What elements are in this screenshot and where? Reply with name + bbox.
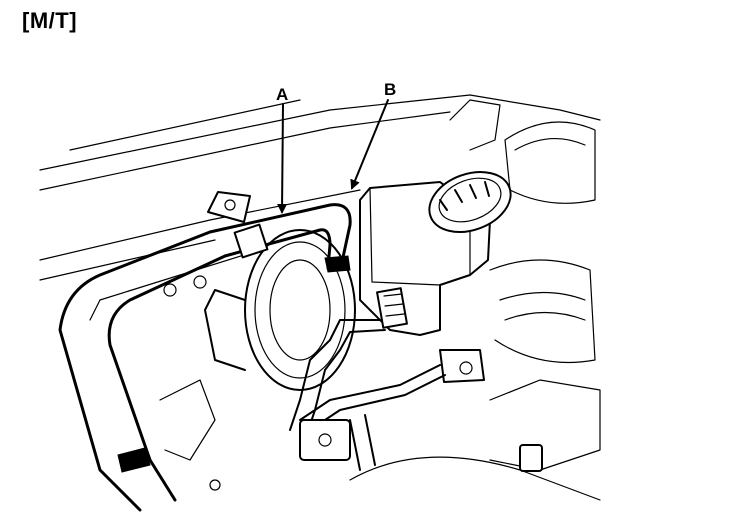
master-cylinder (359, 171, 512, 383)
engine-components (159, 99, 601, 501)
firewall-panel (39, 94, 601, 321)
vacuum-hose-a (58, 191, 352, 512)
callout-b-label: B (384, 80, 396, 99)
callout-a-label: A (276, 85, 288, 104)
callout-a: A (276, 85, 288, 214)
page-title: [M/T] (22, 8, 78, 33)
brake-lines (289, 319, 446, 471)
callout-b: B (350, 80, 396, 190)
